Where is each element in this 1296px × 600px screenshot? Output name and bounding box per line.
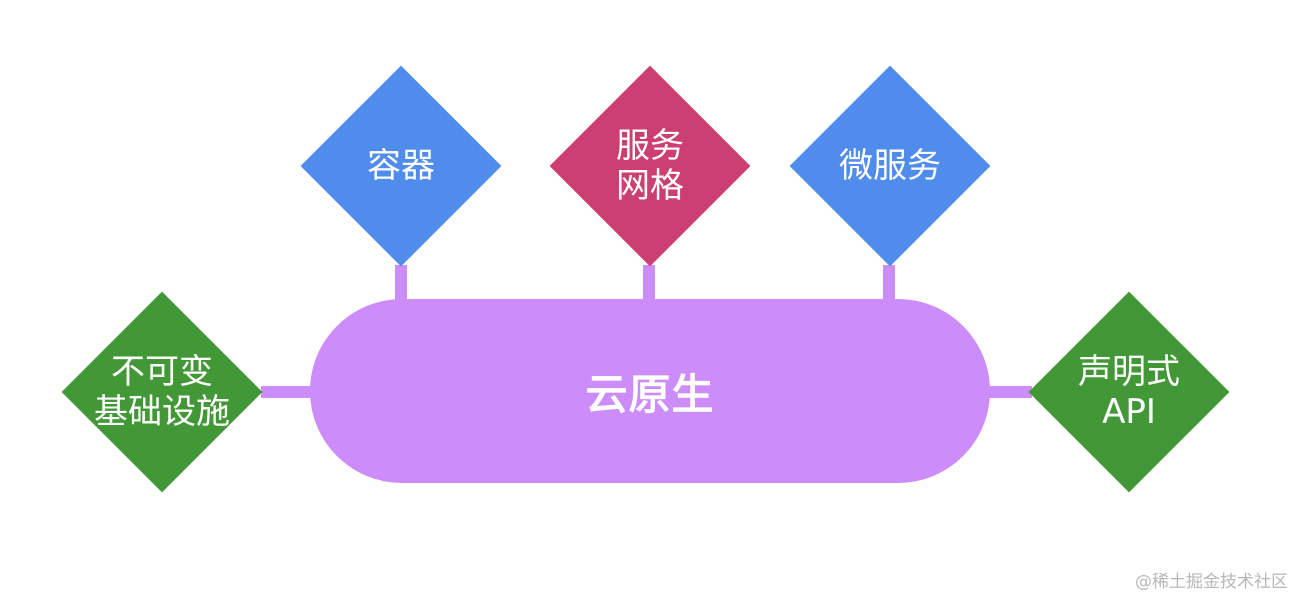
watermark: @稀土掘金技术社区 [1135, 572, 1288, 592]
node-declarative-api: 声明式 API [1028, 291, 1230, 493]
node-label: 不可变 基础设施 [62, 292, 262, 492]
cloud-native-label: 云原生 [585, 369, 715, 419]
node-label: 声明式 API [1029, 292, 1229, 492]
connector-microservices [883, 265, 895, 301]
connector-immutable-infra [261, 386, 313, 398]
node-label-line: 网格 [616, 166, 684, 206]
connector-declarative-api [986, 386, 1032, 398]
node-label-line: 服务 [616, 126, 684, 166]
node-label: 容器 [301, 66, 501, 266]
connector-service-mesh [643, 265, 655, 301]
node-label-line: 基础设施 [94, 392, 230, 432]
node-microservices: 微服务 [789, 65, 991, 267]
node-label-line: 声明式 [1078, 352, 1180, 392]
node-label: 微服务 [790, 66, 990, 266]
node-label: 服务 网格 [550, 66, 750, 266]
node-label-line: 微服务 [839, 146, 941, 186]
node-label-line: API [1102, 392, 1156, 432]
node-service-mesh: 服务 网格 [549, 65, 751, 267]
connector-container [395, 265, 407, 301]
node-immutable-infra: 不可变 基础设施 [61, 291, 263, 493]
node-label-line: 不可变 [111, 352, 213, 392]
node-container: 容器 [300, 65, 502, 267]
cloud-native-core: 云原生 [310, 299, 990, 483]
node-label-line: 容器 [367, 146, 435, 186]
